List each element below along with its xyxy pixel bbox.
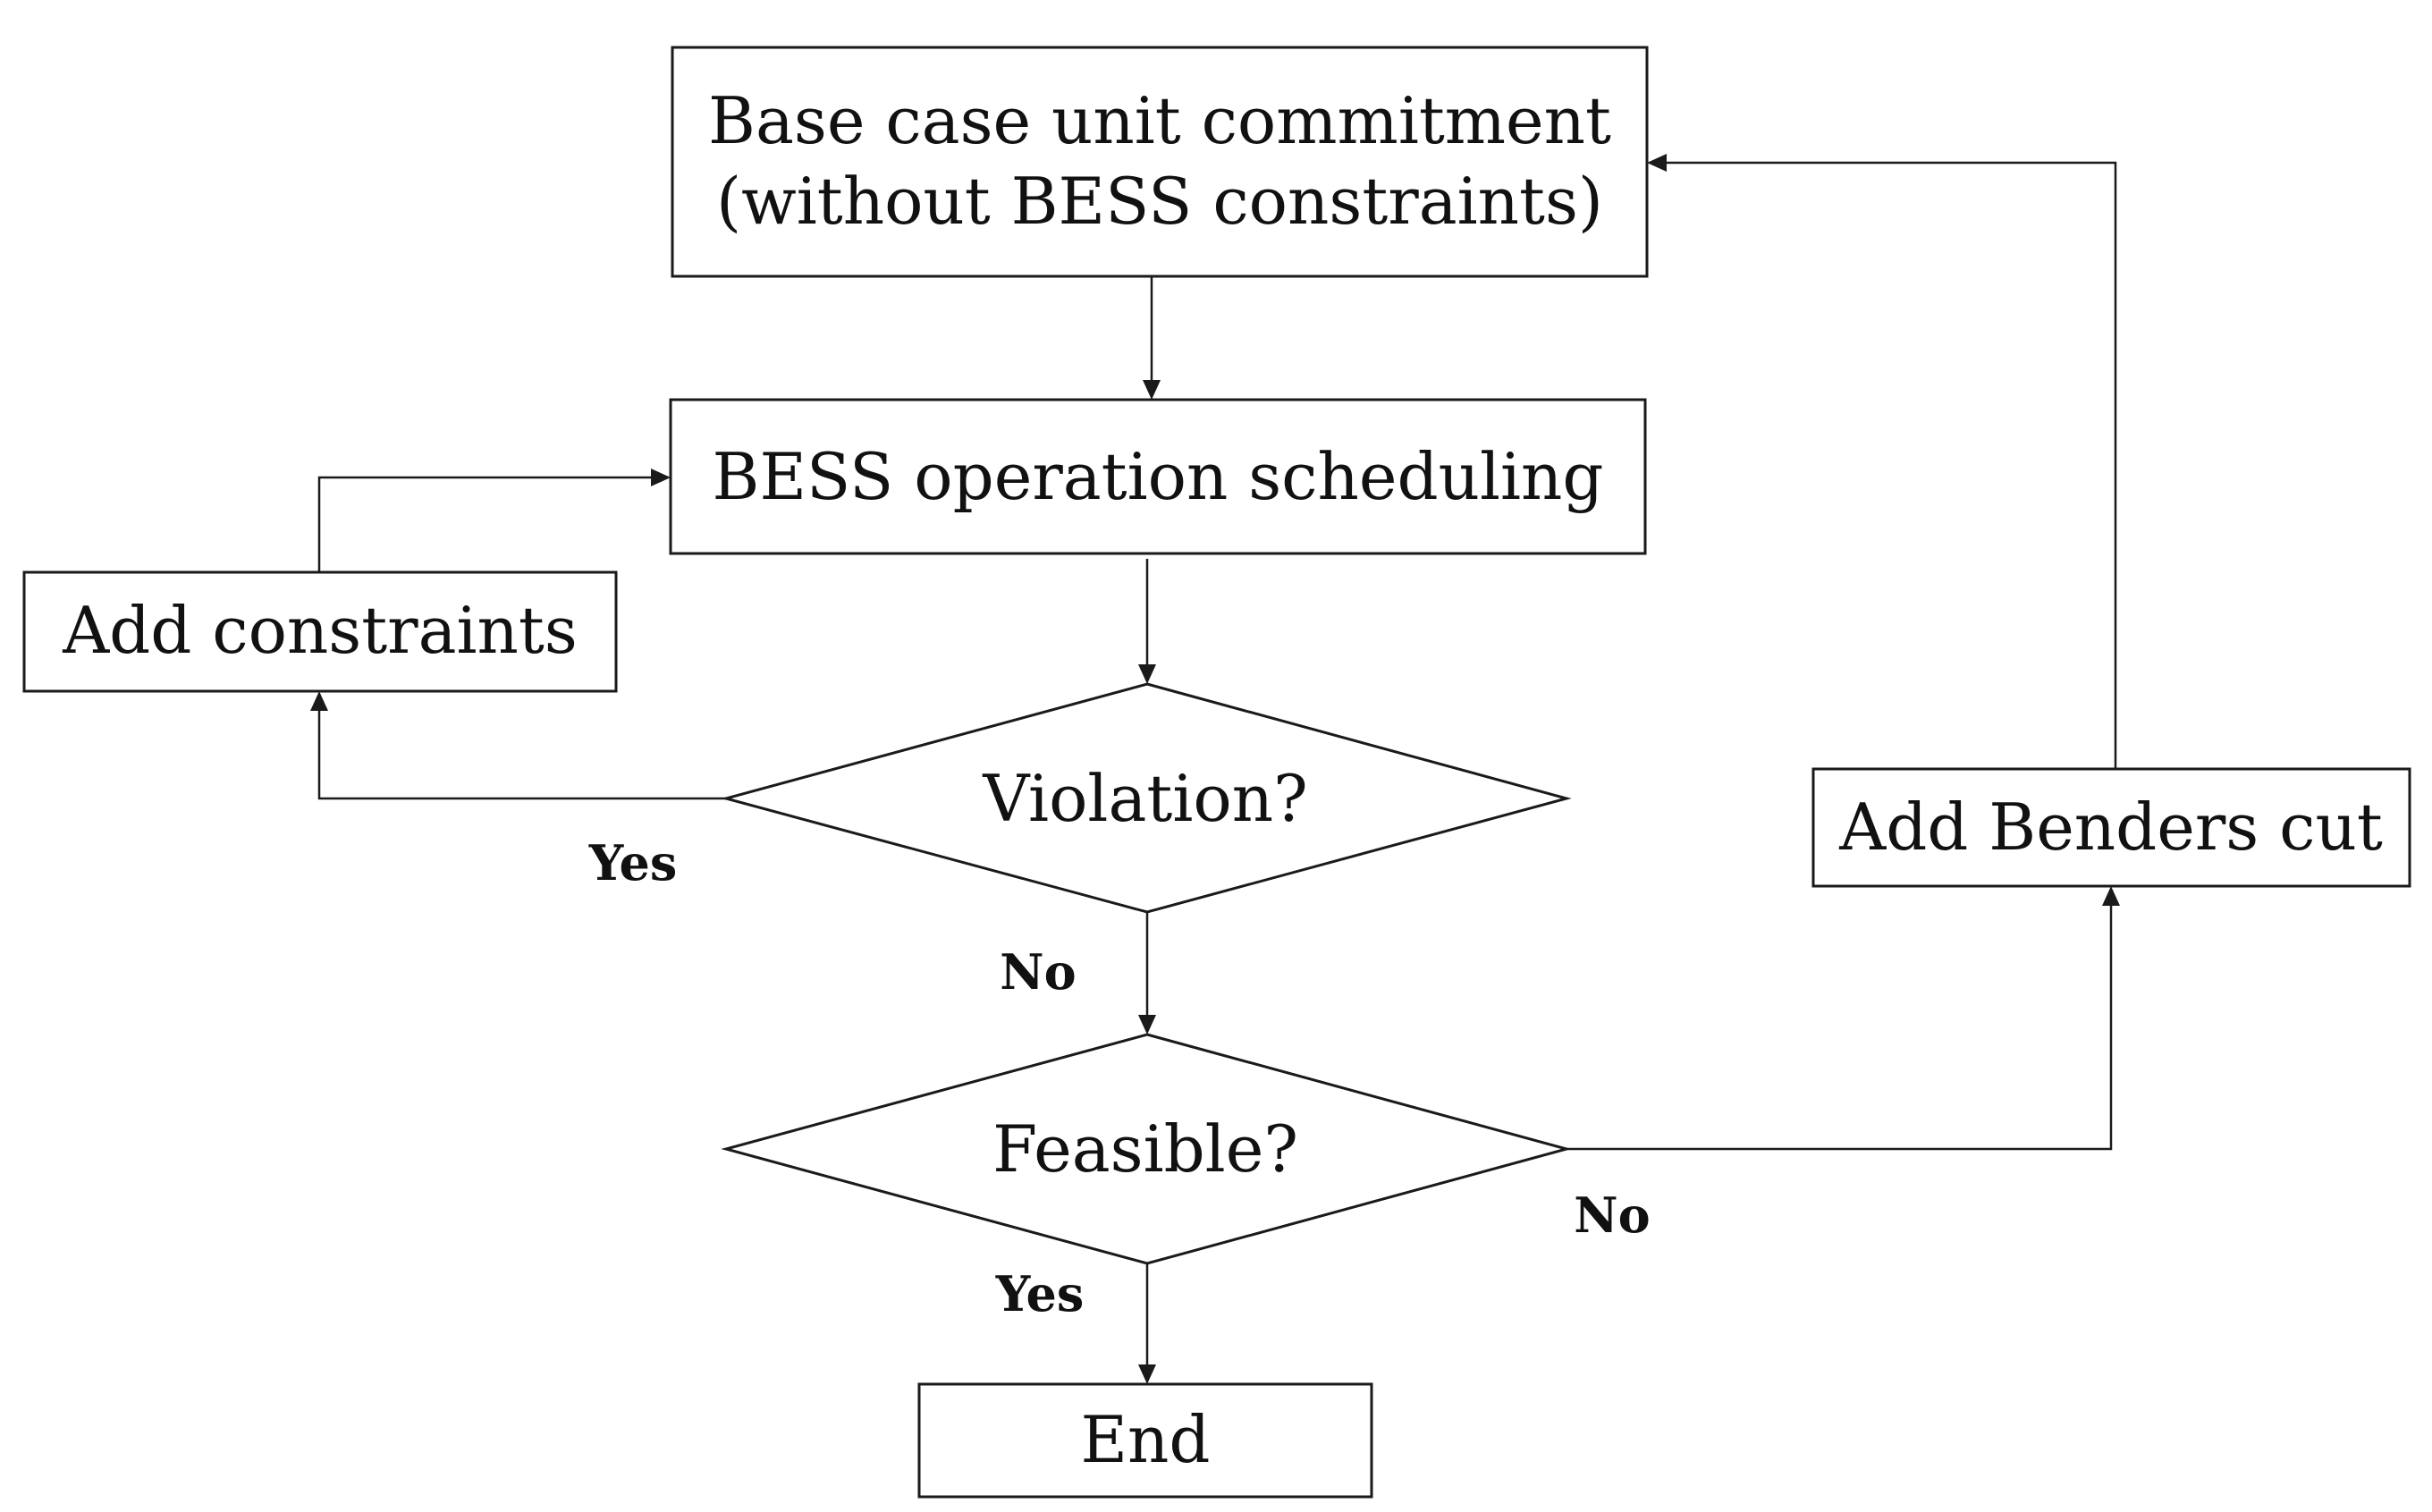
arrow-into-feasible	[1138, 1015, 1156, 1035]
add-constraints-node: Add constraints	[22, 570, 618, 693]
arrow-into-end	[1138, 1364, 1156, 1384]
add-benders-cut-box	[1811, 767, 2411, 888]
connector-constraints-to-bess	[317, 476, 651, 572]
end-label: End	[1080, 1402, 1210, 1477]
feasible-decision: Feasible?	[721, 1033, 1572, 1265]
connector-violation-yes	[317, 711, 726, 800]
edge-label-violation-yes: Yes	[588, 834, 678, 891]
base-case-box	[671, 46, 1649, 278]
end-box	[917, 1382, 1373, 1499]
connector-feasible-no	[1566, 906, 2113, 1151]
bess-scheduling-label: BESS operation scheduling	[713, 439, 1604, 514]
arrow-into-violation	[1138, 664, 1156, 684]
base-case-line2: (without BESS constraints)	[716, 164, 1603, 239]
arrow-into-base-case	[1647, 154, 1667, 172]
arrow-into-add-constraints	[310, 691, 328, 711]
end-node: End	[917, 1382, 1373, 1499]
edge-label-feasible-yes: Yes	[995, 1265, 1085, 1322]
bess-scheduling-box	[669, 398, 1647, 555]
base-case-line1: Base case unit commitment	[708, 83, 1611, 158]
violation-label: Violation?	[982, 761, 1307, 836]
base-case-node: Base case unit commitment (without BESS …	[671, 46, 1649, 278]
feasible-label: Feasible?	[992, 1111, 1298, 1187]
arrow-into-bess-left	[651, 469, 671, 486]
arrow-into-benders	[2102, 886, 2120, 906]
add-constraints-label: Add constraints	[62, 593, 578, 668]
arrow-into-bess	[1143, 380, 1161, 400]
edge-label-feasible-no: No	[1574, 1187, 1650, 1244]
add-constraints-box	[22, 570, 618, 693]
edge-label-violation-no: No	[1000, 943, 1076, 1001]
connector-benders-to-base	[1667, 161, 2117, 769]
add-benders-cut-label: Add Benders cut	[1838, 790, 2383, 865]
add-benders-cut-node: Add Benders cut	[1811, 767, 2411, 888]
violation-decision: Violation?	[721, 682, 1572, 914]
bess-scheduling-node: BESS operation scheduling	[669, 398, 1647, 555]
